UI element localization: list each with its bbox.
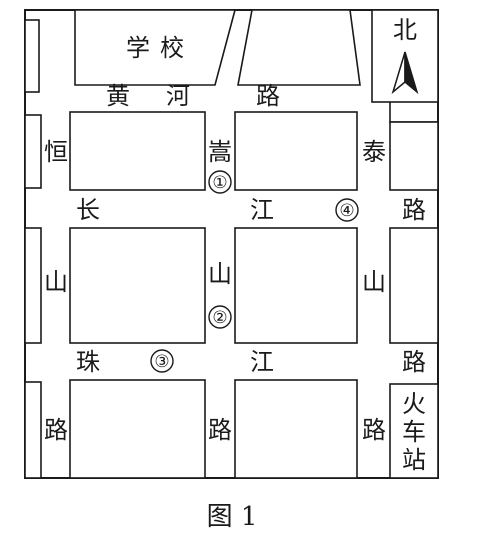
songshan-road-char-3: 路	[208, 416, 232, 444]
changjiang-road-char-1: 长	[76, 196, 100, 224]
huanghe-road-char-2: 河	[166, 82, 190, 110]
north-label: 北	[393, 16, 417, 44]
taishan-road-char-2: 山	[362, 268, 386, 296]
left-block-2	[24, 227, 42, 344]
huanghe-road-char-3: 路	[256, 82, 280, 110]
block-r2-c1	[69, 227, 206, 344]
north-arrow-icon	[391, 51, 419, 95]
marker-3: ③	[150, 349, 174, 373]
zhujiang-road-char-3: 路	[402, 348, 426, 376]
marker-4: ④	[335, 198, 359, 222]
changjiang-road-char-3: 路	[402, 196, 426, 224]
station-char-1: 火	[402, 390, 426, 418]
left-block-3	[24, 381, 42, 479]
songshan-road-char-2: 山	[208, 260, 232, 288]
zhujiang-road-char-2: 江	[250, 348, 274, 376]
marker-2: ②	[208, 305, 232, 329]
marker-1: ①	[208, 170, 232, 194]
hengshan-road-char-2: 山	[44, 268, 68, 296]
songshan-road-char-1: 嵩	[208, 138, 232, 166]
block-r3-c2	[234, 379, 358, 479]
huanghe-road-char-1: 黄	[106, 82, 130, 110]
left-block-1	[24, 114, 42, 189]
marker-3-label: ③	[154, 352, 169, 372]
changjiang-road-char-2: 江	[250, 196, 274, 224]
block-r1-c2	[234, 111, 358, 191]
marker-4-label: ④	[339, 201, 354, 221]
left-block-top	[24, 19, 40, 93]
school-block	[74, 9, 237, 86]
station-char-2: 车	[402, 418, 426, 446]
marker-2-label: ②	[212, 308, 227, 328]
hengshan-road-char-3: 路	[44, 416, 68, 444]
block-r1-c3	[389, 121, 439, 191]
block-r1-c1	[69, 111, 206, 191]
hengshan-road-char-1: 恒	[44, 138, 68, 166]
block-r2-c3	[389, 227, 439, 344]
zhujiang-road-char-1: 珠	[76, 348, 100, 376]
top-block	[237, 9, 361, 86]
school-label: 学校	[126, 34, 194, 62]
taishan-road-char-1: 泰	[362, 138, 386, 166]
taishan-road-char-3: 路	[362, 416, 386, 444]
station-block	[389, 383, 439, 479]
block-r2-c2	[234, 227, 358, 344]
station-char-3: 站	[402, 446, 426, 474]
figure-caption: 图 1	[207, 502, 258, 532]
marker-1-label: ①	[212, 173, 227, 193]
block-r3-c1	[69, 379, 206, 479]
